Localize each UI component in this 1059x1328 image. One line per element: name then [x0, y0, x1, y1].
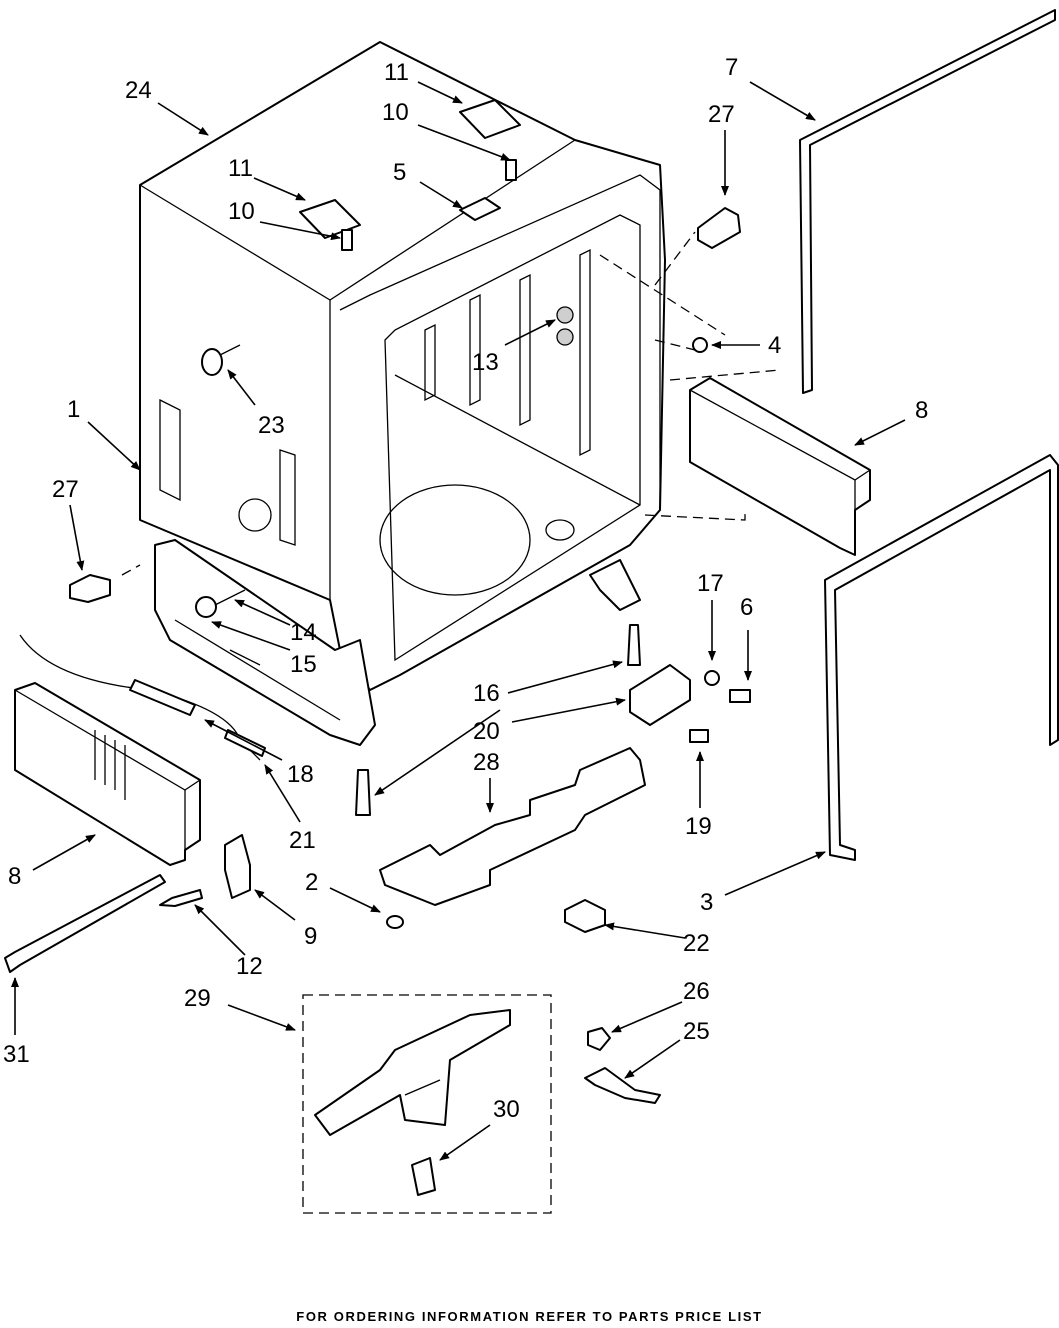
screw-19 [689, 729, 709, 743]
leader-lines [11, 81, 906, 1161]
hinge-bracket-11-upper [459, 99, 521, 139]
callout-2: 2 [305, 869, 318, 896]
callout-11-lower: 11 [228, 155, 253, 182]
callout-3: 3 [700, 889, 713, 916]
callout-17: 17 [697, 570, 724, 597]
toe-panel-8-left [14, 682, 201, 866]
callout-21: 21 [289, 827, 316, 854]
callout-13: 13 [472, 349, 499, 376]
footer-note: FOR ORDERING INFORMATION REFER TO PARTS … [296, 1309, 763, 1324]
screw-10-lower [341, 229, 353, 251]
hinge-bracket-11-lower [299, 199, 361, 239]
bracket-9 [224, 834, 251, 899]
callout-30: 30 [493, 1096, 520, 1123]
callout-26: 26 [683, 978, 710, 1005]
callout-27-upper: 27 [708, 101, 735, 128]
callout-18: 18 [287, 761, 314, 788]
tub-gasket-3 [824, 454, 1059, 861]
bracket-20 [629, 664, 691, 726]
callout-20: 20 [473, 718, 500, 745]
callout-22: 22 [683, 930, 710, 957]
callout-16: 16 [473, 680, 500, 707]
callout-4: 4 [768, 332, 781, 359]
leveling-leg-16-left [355, 769, 371, 816]
callout-19: 19 [685, 813, 712, 840]
screw-6 [729, 689, 751, 703]
callout-27-lower: 27 [52, 476, 79, 503]
callout-15: 15 [290, 651, 317, 678]
callout-28: 28 [473, 749, 500, 776]
plug-27-upper [697, 207, 741, 249]
base-frame [154, 539, 641, 746]
callout-12: 12 [236, 953, 263, 980]
float-switch-29 [314, 1009, 511, 1136]
base-pan-28 [379, 747, 646, 906]
clip-5 [459, 197, 501, 221]
callout-9: 9 [304, 923, 317, 950]
spring-18 [129, 679, 196, 716]
plug-27-lower [69, 574, 111, 603]
float-switch-assembly-box [302, 994, 552, 1214]
nut-17 [704, 670, 720, 686]
clip-22 [564, 899, 606, 933]
bracket-25 [584, 1067, 661, 1104]
door-seal-7 [799, 9, 1056, 394]
thermistor-21 [224, 729, 266, 757]
callout-31: 31 [3, 1041, 30, 1068]
callout-23: 23 [258, 412, 285, 439]
callout-5: 5 [393, 159, 406, 186]
plug-4 [692, 337, 708, 353]
callout-25: 25 [683, 1018, 710, 1045]
callout-labels: 24 11 10 11 10 5 7 27 4 13 23 1 8 27 17 … [3, 54, 928, 1123]
tub-assembly [139, 41, 666, 691]
tie-strap-31 [4, 874, 166, 973]
sensor-14-15 [195, 589, 246, 618]
callout-1: 1 [67, 396, 80, 423]
callout-11-upper: 11 [384, 59, 409, 86]
callout-8-right: 8 [915, 397, 928, 424]
callout-24: 24 [125, 77, 152, 104]
bumper-23 [201, 344, 241, 376]
switch-30 [411, 1157, 436, 1196]
thermostat-26 [587, 1027, 611, 1051]
screw-12 [159, 889, 203, 907]
foot-2 [386, 915, 404, 929]
toe-panel-8-right [689, 377, 871, 556]
callout-7: 7 [725, 54, 738, 81]
rack-stop-13 [556, 306, 574, 346]
callout-14: 14 [290, 619, 317, 646]
callout-6: 6 [740, 594, 753, 621]
leveling-leg-16-right [627, 624, 641, 666]
callout-10-upper: 10 [382, 99, 409, 126]
callout-8-left: 8 [8, 863, 21, 890]
callout-29: 29 [184, 985, 211, 1012]
screw-10-upper [505, 159, 517, 181]
callout-10-lower: 10 [228, 198, 255, 225]
